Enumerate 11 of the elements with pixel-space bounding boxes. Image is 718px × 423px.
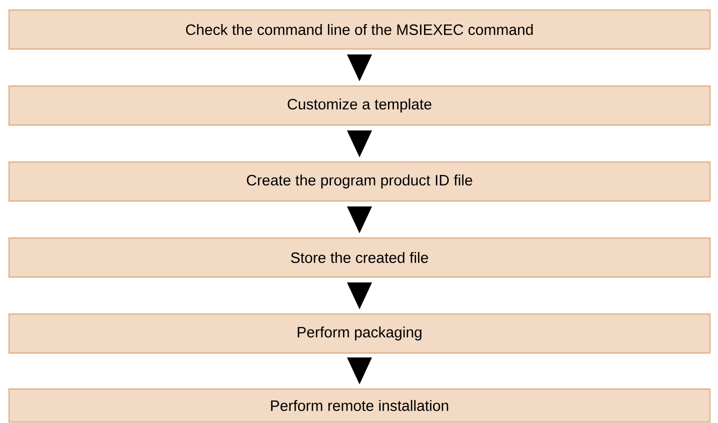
process-box: Check the command line of the MSIEXEC command	[8, 9, 711, 50]
process-box: Store the created file	[8, 237, 711, 278]
arrow	[347, 54, 372, 82]
process-box: Customize a template	[8, 85, 711, 126]
arrow	[347, 357, 372, 384]
process-box: Create the program product ID file	[8, 161, 711, 202]
arrow	[347, 206, 372, 234]
process-box: Perform remote installation	[8, 388, 711, 423]
arrow	[347, 282, 372, 310]
process-box: Perform packaging	[8, 313, 711, 354]
arrow	[347, 130, 372, 158]
